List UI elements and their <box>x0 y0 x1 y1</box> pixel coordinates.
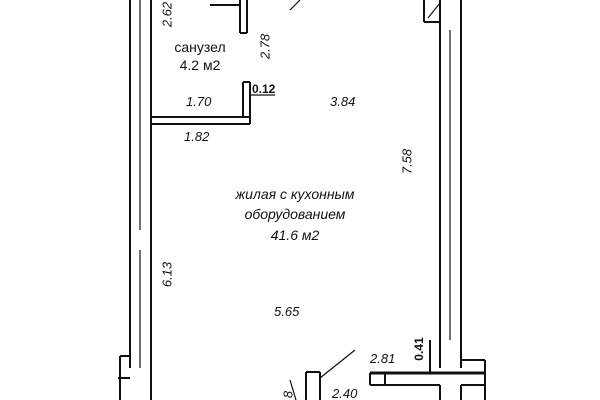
dim-living-top-width-text: 3.84 <box>330 94 356 109</box>
right-outer-wall <box>423 0 462 368</box>
dim-living-top-width: 3.84 <box>330 95 355 108</box>
dim-bath-top-left: 2.62 <box>159 0 175 30</box>
dim-living-height-left: 6.13 <box>159 260 175 290</box>
dim-bath-top-left-text: 2.62 <box>159 1 175 28</box>
bathroom-top-fragment <box>210 0 301 34</box>
dim-bath-outer-width: 1.82 <box>184 130 209 143</box>
bottom-entry <box>289 349 356 400</box>
dim-bath-height: 2.78 <box>257 32 273 62</box>
dim-living-bottom-width-text: 5.65 <box>274 304 300 319</box>
bathroom-name: санузел <box>170 40 230 54</box>
dim-bottom-right-offset-text: 0.41 <box>412 337 426 361</box>
living-room-name-line2-text: оборудованием <box>244 206 346 222</box>
bathroom-partition <box>151 81 275 125</box>
bathroom-area: 4.2 м2 <box>170 58 230 72</box>
dim-bath-inner-width: 1.70 <box>186 95 211 108</box>
bathroom-area-text: 4.2 м2 <box>179 57 221 73</box>
dim-bottom-right-width: 2.81 <box>370 352 395 365</box>
dim-bath-height-text: 2.78 <box>257 33 273 60</box>
dim-bottom-entry-width: 2.40 <box>332 387 357 400</box>
dim-bath-wall-offset: 0.12 <box>252 83 275 95</box>
bottom-right-block <box>369 340 486 400</box>
left-outer-wall <box>129 0 152 368</box>
living-room-area-text: 41.6 м2 <box>270 227 320 243</box>
dim-bath-inner-width-text: 1.70 <box>186 94 212 109</box>
living-room-name-line1-text: жилая с кухонным <box>235 186 355 202</box>
living-room-area: 41.6 м2 <box>220 228 370 242</box>
dim-living-height-left-text: 6.13 <box>159 261 175 288</box>
bottom-left-column <box>118 355 152 400</box>
living-room-name-line2: оборудованием <box>220 207 370 221</box>
dim-bottom-right-width-text: 2.81 <box>370 351 396 366</box>
dim-living-height-right: 7.58 <box>399 147 415 177</box>
dim-bath-wall-offset-text: 0.12 <box>252 82 276 96</box>
dim-bottom-entry-width-text: 2.40 <box>332 386 358 400</box>
living-room-name-line1: жилая с кухонным <box>220 187 370 201</box>
dim-living-height-right-text: 7.58 <box>399 148 415 175</box>
dim-bottom-left-partial-text: 8 <box>280 390 296 399</box>
dim-bottom-left-partial: 8 <box>280 387 296 400</box>
dim-living-bottom-width: 5.65 <box>274 305 299 318</box>
bathroom-name-text: санузел <box>174 39 226 55</box>
dim-bottom-right-offset: 0.41 <box>412 334 426 364</box>
dim-bath-outer-width-text: 1.82 <box>184 129 210 144</box>
